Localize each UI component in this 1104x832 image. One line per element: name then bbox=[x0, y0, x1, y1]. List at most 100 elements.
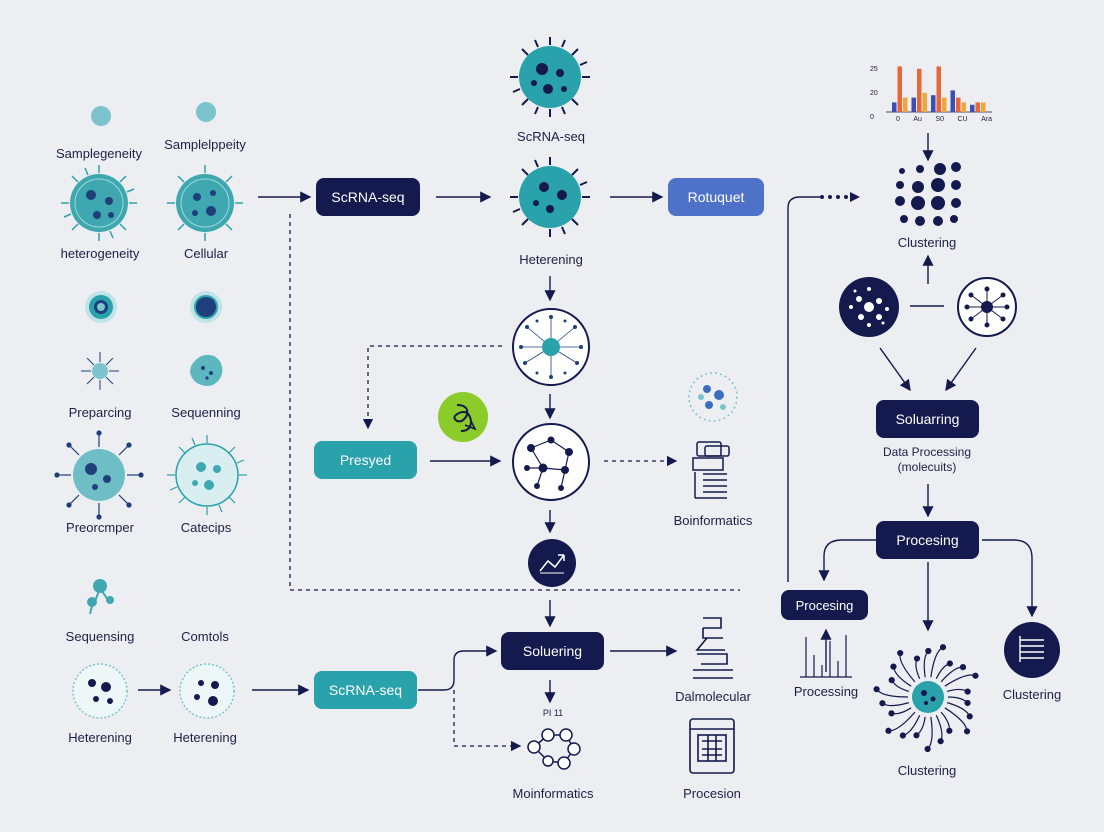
virus-cell-icon bbox=[61, 165, 137, 241]
bar bbox=[897, 66, 902, 112]
burst-node bbox=[946, 660, 953, 667]
small-tag: PI 11 bbox=[542, 708, 564, 718]
burst-node bbox=[937, 738, 944, 745]
blob-cell-icon bbox=[190, 354, 223, 386]
burst-node bbox=[890, 663, 897, 670]
left-column-icons bbox=[54, 102, 247, 719]
burst-node bbox=[888, 677, 895, 684]
burst-node bbox=[946, 727, 953, 734]
label-sequensing: Sequensing bbox=[65, 629, 135, 644]
burst-node bbox=[963, 728, 971, 735]
burst-node bbox=[888, 710, 895, 717]
y-tick-label: 25 bbox=[870, 66, 878, 73]
label-bioinformatics: Boinformatics bbox=[673, 513, 753, 528]
network-cell-icon bbox=[957, 277, 1017, 337]
label-heterening-left: Heterening bbox=[68, 730, 132, 745]
x-tick-label: 0 bbox=[896, 116, 900, 123]
mini-bar-icon bbox=[800, 635, 852, 678]
protein-structure-icon bbox=[693, 617, 733, 679]
dotted-cluster-icon bbox=[688, 372, 738, 422]
network-cell-icon bbox=[512, 308, 590, 386]
ring-cell-icon bbox=[190, 291, 222, 323]
burst-node bbox=[939, 644, 947, 651]
virus-cell-icon bbox=[167, 165, 243, 241]
burst-spike bbox=[923, 650, 929, 678]
dot-icon bbox=[196, 102, 216, 122]
dotted-cell-icon bbox=[179, 663, 235, 719]
bar bbox=[961, 102, 966, 112]
bar bbox=[922, 92, 927, 112]
label-heterening-right: Heterening bbox=[173, 730, 237, 745]
right-icons bbox=[800, 66, 1060, 753]
virus-cell-icon bbox=[510, 157, 590, 237]
burst-node bbox=[924, 745, 931, 753]
connectors bbox=[138, 133, 1038, 704]
label-procesion: Procesion bbox=[683, 786, 741, 801]
label-processing-bars: Processing bbox=[793, 684, 859, 699]
particle-cell-icon bbox=[839, 277, 899, 337]
burst-spike bbox=[944, 674, 976, 687]
label-clustering-top: Clustering bbox=[897, 235, 957, 250]
burst-cell-icon bbox=[873, 644, 979, 753]
gene-icon bbox=[438, 392, 488, 442]
label-heterogeneity: heterogeneity bbox=[60, 246, 140, 261]
burst-node bbox=[964, 699, 971, 707]
molecule-network-icon bbox=[527, 728, 581, 770]
bar bbox=[970, 104, 975, 112]
burst-node bbox=[913, 732, 920, 739]
graph-network-icon bbox=[512, 423, 590, 501]
label-comtols: Comtols bbox=[181, 629, 229, 644]
scrna-seq-node[interactable]: ScRNA-seq bbox=[316, 178, 420, 216]
document-stack-icon bbox=[692, 441, 730, 499]
printer-document-icon bbox=[689, 718, 735, 774]
virus-cell-icon bbox=[510, 37, 590, 117]
bar-chart bbox=[886, 66, 992, 113]
spiked-cell-icon bbox=[167, 435, 247, 515]
dashed-connectors bbox=[289, 214, 740, 752]
burst-spike bbox=[899, 652, 916, 683]
presyed-node[interactable]: Presyed bbox=[314, 441, 417, 479]
processing-node-left[interactable]: Procesing bbox=[781, 590, 868, 620]
label-heterening-center: Heterening bbox=[519, 252, 583, 267]
bar bbox=[942, 97, 947, 112]
burst-node bbox=[959, 664, 967, 671]
burst-node bbox=[873, 686, 880, 693]
radial-burst-icon bbox=[81, 352, 119, 390]
bar bbox=[931, 95, 936, 112]
burst-spike bbox=[927, 716, 933, 750]
burst-node bbox=[879, 700, 886, 707]
x-tick-label: Ara bbox=[981, 116, 992, 123]
burst-spike bbox=[876, 688, 909, 698]
chart-y-ticks: 25 20 0 bbox=[870, 58, 878, 130]
ring-cell-icon bbox=[85, 291, 117, 323]
rotuquet-node[interactable]: Rotuquet bbox=[668, 178, 764, 216]
bar bbox=[981, 102, 986, 112]
burst-node bbox=[897, 649, 904, 657]
processing-node-mid[interactable]: Procesing bbox=[876, 521, 979, 559]
burst-node bbox=[913, 655, 921, 662]
burst-spike bbox=[882, 702, 909, 707]
arrow-dots bbox=[820, 192, 860, 202]
label-samplelppeity: Samplelppeity bbox=[164, 137, 246, 152]
y-tick-label: 20 bbox=[870, 90, 878, 97]
scrna-seq-bottom-node[interactable]: ScRNA-seq bbox=[314, 671, 417, 709]
label-sequenning: Sequenning bbox=[171, 405, 241, 420]
solutring-node[interactable]: Soluarring bbox=[876, 400, 979, 438]
label-preorcmper: Preorcmper bbox=[66, 520, 134, 535]
label-data-processing: Data Processing bbox=[882, 445, 972, 459]
dotted-cell-icon bbox=[72, 663, 128, 719]
burst-node bbox=[925, 647, 932, 655]
solutering-node[interactable]: Soluering bbox=[501, 632, 604, 670]
label-data-processing-sub: (molecuits) bbox=[897, 460, 957, 474]
bar bbox=[911, 97, 916, 112]
burst-node bbox=[899, 732, 906, 739]
label-scrna-top-cell: ScRNA-seq bbox=[517, 129, 585, 144]
label-moinformatics: Moinformatics bbox=[512, 786, 594, 801]
label-cellular: Cellular bbox=[183, 246, 229, 261]
x-tick-label: Au bbox=[913, 116, 922, 123]
burst-spike bbox=[892, 666, 912, 687]
bar bbox=[936, 66, 941, 112]
x-tick-label: S0 bbox=[935, 116, 944, 123]
dot-grid-icon bbox=[895, 162, 961, 226]
